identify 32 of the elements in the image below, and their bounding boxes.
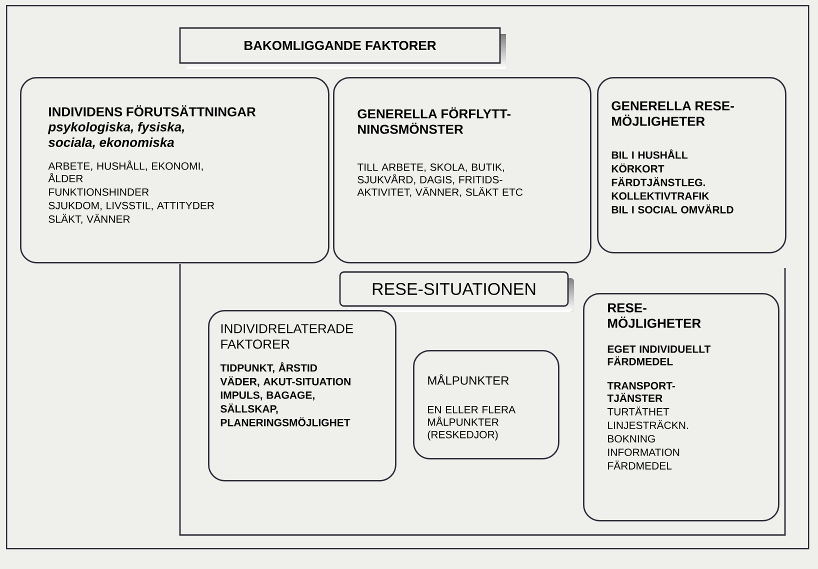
item-text: PLANERINGSMÖJLIGHET bbox=[220, 417, 350, 426]
item-text: EN ELLER FLERA MÅLPUNKTER (RESKEDJOR) bbox=[428, 406, 516, 440]
item-text: TRANSPORT- TJÄNSTER bbox=[607, 382, 676, 402]
title-box: BAKOMLIGGANDE FAKTORER bbox=[179, 27, 506, 69]
box-heading: INDIVIDRELATERADE FAKTORER bbox=[221, 324, 354, 349]
item-text: FUNKTIONSHINDER bbox=[49, 188, 149, 196]
box-heading: MÅLPUNKTER bbox=[428, 374, 509, 385]
item-text: BIL I HUSHÅLL bbox=[612, 149, 688, 159]
box-heading: GENERELLA FÖRFLYTT- NINGSMÖNSTER bbox=[358, 107, 510, 134]
item-text: KÖRKORT bbox=[612, 163, 664, 172]
item-text: BOKNING bbox=[608, 435, 655, 443]
item-text: ARBETE, HUSHÅLL, EKONOMI, ÅLDER bbox=[48, 160, 203, 182]
box-heading: RESE- MÖJLIGHETER bbox=[608, 303, 701, 328]
subheading: psykologiska, fysiska, sociala, ekonomiska bbox=[48, 122, 184, 149]
item-text: INFORMATION bbox=[608, 448, 680, 456]
item-text: KOLLEKTIVTRAFIK bbox=[612, 192, 710, 200]
title-box: RESE-SITUATIONEN bbox=[339, 271, 574, 312]
item-text: FÄRDTJÄNSTLEG. bbox=[612, 177, 705, 186]
item-text: TIDPUNKT, ÅRSTID bbox=[220, 362, 317, 374]
item-text: EGET INDIVIDUELLT FÄRDMEDEL bbox=[608, 345, 711, 366]
box-heading: GENERELLA RESE- MÖJLIGHETER bbox=[612, 101, 734, 126]
item-text: TURTÄTHET bbox=[607, 406, 670, 416]
item-text: TILL ARBETE, SKOLA, BUTIK, SJUKVÅRD, DAGIS, FRITIDS- AKTIVITET, VÄNNER, SLÄKT ETC bbox=[357, 163, 523, 198]
item-text: FÄRDMEDEL bbox=[608, 460, 672, 470]
item-text: VÄDER, AKUT-SITUATION bbox=[220, 376, 350, 387]
item-text: SLÄKT, VÄNNER bbox=[48, 214, 130, 224]
item-text: IMPULS, BAGAGE, bbox=[220, 391, 314, 400]
item-text: SÄLLSKAP, bbox=[220, 404, 278, 414]
item-text: SJUKDOM, LIVSSTIL, ATTITYDER bbox=[48, 202, 214, 211]
item-text: BIL I SOCIAL OMVÄRLD bbox=[612, 204, 734, 214]
box-heading: INDIVIDENS FÖRUTSÄTTNINGAR bbox=[49, 105, 256, 116]
item-text: LINJESTRÄCKN. bbox=[608, 420, 688, 430]
